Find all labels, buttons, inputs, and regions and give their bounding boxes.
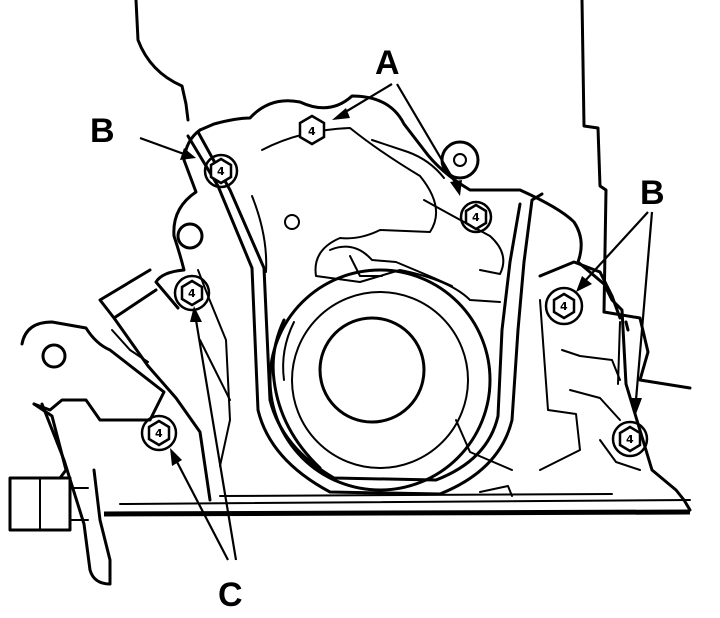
bolt-c1: 4 (173, 274, 211, 312)
engine-block-outline (134, 0, 692, 390)
callout-c: C (218, 576, 243, 614)
bolt-c1-label: 4 (188, 287, 196, 300)
bolt-b3-label: 4 (626, 433, 634, 446)
callout-b-left: B (90, 112, 115, 150)
callout-b-left-leader (139, 136, 196, 160)
bolt-c2-label: 4 (155, 427, 163, 440)
bolt-b1: 4 (203, 153, 239, 189)
bolt-c2: 4 (140, 414, 178, 452)
bolt-a2: 4 (459, 200, 493, 234)
bolt-b3: 4 (611, 420, 649, 458)
left-bracket (8, 222, 231, 586)
bolt-b2-label: 4 (560, 300, 568, 313)
callout-a-leaders (332, 83, 462, 196)
bolt-a2-label: 4 (472, 211, 480, 224)
crankshaft-seal (268, 245, 492, 492)
callout-a: A (375, 44, 400, 82)
callout-b-right-leaders (576, 211, 654, 414)
bolt-b1-label: 4 (217, 165, 225, 178)
bolt-a1-label: 4 (308, 125, 316, 138)
bolt-b2: 4 (544, 286, 584, 326)
right-flange (479, 260, 641, 497)
callout-b-right: B (640, 174, 665, 212)
belt-channel (186, 130, 544, 496)
bolt-a1: 4 (298, 114, 326, 146)
callout-c-leaders (170, 306, 238, 561)
